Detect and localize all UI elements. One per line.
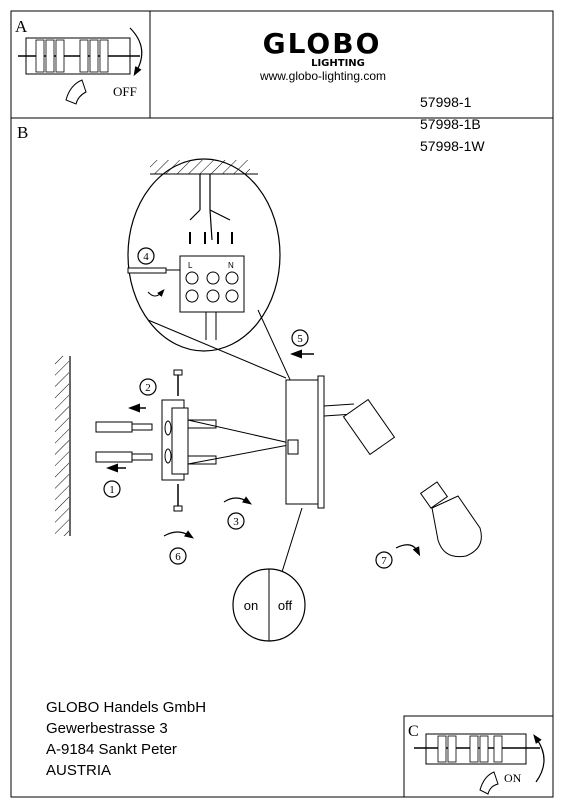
brand-sublogo: LIGHTING <box>311 58 365 69</box>
panel-a-label: A <box>15 17 28 36</box>
terminal-n-label: N <box>228 261 234 270</box>
step-2-number: 2 <box>145 382 151 394</box>
rotate-arrow <box>395 544 421 557</box>
step-2-badge <box>139 378 157 396</box>
step-1-number: 1 <box>109 484 115 496</box>
step-5-number: 5 <box>297 333 303 345</box>
panel-c-breaker-on <box>403 715 554 798</box>
outer-frame <box>10 10 554 798</box>
address-city: A-9184 Sankt Peter <box>46 741 177 758</box>
step-3-badge <box>227 512 245 530</box>
step-6-badge <box>169 547 187 565</box>
step-7-badge <box>375 551 393 569</box>
rotate-arrow <box>163 530 194 539</box>
step-1-badge <box>103 480 121 498</box>
switch-off-label: off <box>278 598 293 613</box>
wall-plugs-and-screws <box>95 419 217 465</box>
terminal-l-label: L <box>188 261 193 270</box>
step-5-badge <box>291 329 309 347</box>
model-number: 57998-1B <box>420 116 481 132</box>
bubble-pointer-line <box>147 319 287 379</box>
wiring-detail-bubble <box>127 158 281 352</box>
wall <box>55 356 71 536</box>
model-number: 57998-1 <box>420 94 472 110</box>
step-7-number: 7 <box>381 555 387 567</box>
lamp-fixture <box>285 375 396 509</box>
address-street: Gewerbestrasse 3 <box>46 720 168 737</box>
step-4-number: 4 <box>143 251 149 263</box>
step-6-number: 6 <box>175 551 181 563</box>
model-number: 57998-1W <box>420 138 485 154</box>
address-company: GLOBO Handels GmbH <box>46 699 206 716</box>
brand-website: www.globo-lighting.com <box>259 69 386 83</box>
mounting-bracket <box>161 399 189 481</box>
off-label: OFF <box>113 84 137 99</box>
bubble-pointer-line <box>257 309 293 385</box>
step-3-number: 3 <box>233 516 239 528</box>
rotate-arrow <box>223 496 252 505</box>
address-country: AUSTRIA <box>46 762 111 779</box>
gu10-bulb <box>419 481 482 558</box>
brand-logo: GLOBO <box>263 27 382 60</box>
panel-c-label: C <box>408 723 419 740</box>
step-4-badge <box>137 247 155 265</box>
panel-b-label: B <box>17 123 28 142</box>
switch-pointer-line <box>281 507 303 573</box>
switch-on-label: on <box>244 598 258 613</box>
on-label: ON <box>504 771 522 785</box>
panel-a-breaker-off <box>10 10 151 119</box>
